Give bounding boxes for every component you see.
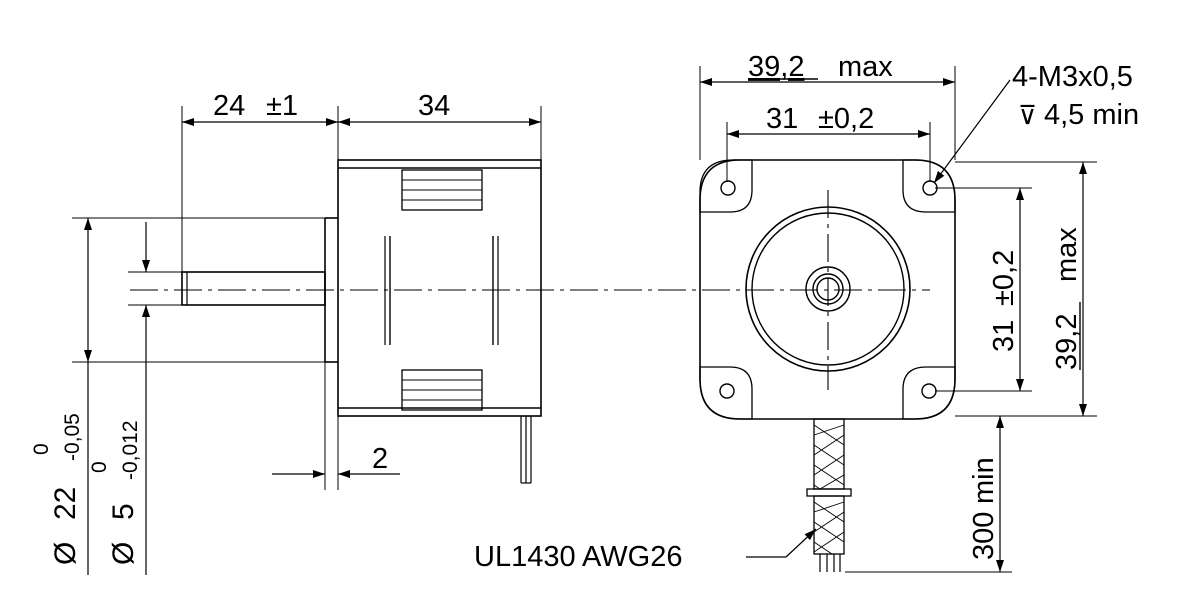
vertical-frame-suffix: max (1051, 227, 1083, 282)
corner-pad-top-right (902, 159, 956, 213)
holes-callout-depth: 4,5 min (1044, 99, 1139, 131)
holes-leader-line (933, 79, 1011, 184)
diameter-symbol-shaft: Ø (107, 542, 140, 565)
bottom-slot-stack (401, 369, 483, 411)
holes-callout-thread: 4-M3x0,5 (1012, 61, 1133, 93)
front-view (699, 159, 956, 572)
corner-pad-bottom-right (902, 366, 956, 420)
vertical-hole-pitch-tol: ±0,2 (988, 250, 1020, 306)
shaft-tol-upper: 0 (88, 461, 111, 473)
front-dimensions: 39,2 max 31 ±0,2 31 ±0,2 39,2 max 300 (474, 51, 1139, 573)
shaft-length-value: 24 (213, 90, 245, 122)
shaft-diameter-label: Ø 5 0 -0,012 (88, 420, 142, 565)
vertical-frame-value: 39,2 (1051, 314, 1083, 370)
side-dimensions: 24 ±1 34 Ø 22 0 -0,05 Ø 5 0 -0,012 (30, 90, 542, 575)
top-slot-stack (401, 169, 483, 211)
flange-offset-value: 2 (372, 443, 388, 475)
diameter-symbol-pilot: Ø (49, 542, 82, 565)
pilot-tol-lower: -0,05 (61, 413, 84, 461)
lead-length-suffix: min (968, 457, 1000, 504)
motor-body-outline (337, 159, 542, 417)
body-length-value: 34 (418, 90, 450, 122)
lead-length-value: 300 (968, 512, 1000, 560)
shaft-tol-lower: -0,012 (119, 420, 142, 480)
pilot-diameter-label: Ø 22 0 -0,05 (30, 413, 84, 565)
frame-width-suffix: max (838, 51, 893, 83)
shaft-outline (181, 271, 326, 306)
corner-pad-bottom-left (699, 366, 753, 420)
shaft-length-tol: ±1 (266, 90, 298, 122)
frame-width-value: 39,2 (748, 51, 804, 83)
hole-pitch-value: 31 (766, 103, 798, 135)
side-view (181, 159, 542, 484)
cable-spec-label: UL1430 AWG26 (474, 541, 683, 573)
holes-depth-symbol: ⊽ (1018, 100, 1037, 130)
shaft-diameter-value: 5 (107, 503, 140, 520)
pilot-tol-upper: 0 (30, 443, 53, 455)
cable-bundle (806, 418, 852, 572)
vertical-hole-pitch-value: 31 (988, 320, 1020, 352)
pilot-diameter-value: 22 (49, 487, 82, 520)
hole-pitch-tol: ±0,2 (818, 103, 874, 135)
corner-pad-top-left (699, 159, 753, 213)
